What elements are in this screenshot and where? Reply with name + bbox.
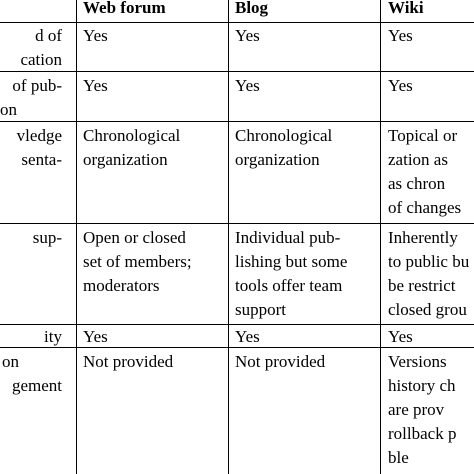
blog-cell: Individual pub- lishing but some tools o… bbox=[235, 228, 348, 319]
column-rule bbox=[228, 0, 229, 474]
web-forum-cell: Not provided bbox=[83, 352, 174, 371]
feature-cell: vledge senta- bbox=[16, 126, 62, 169]
web-forum-cell: Yes bbox=[83, 26, 108, 45]
web-forum-cell: Yes bbox=[83, 327, 108, 346]
blog-cell: Yes bbox=[235, 327, 260, 346]
header-web-forum: Web forum bbox=[83, 0, 166, 17]
blog-cell: Chronological organization bbox=[235, 126, 333, 169]
feature-cell: ity bbox=[44, 327, 62, 346]
feature-cell: d of cation bbox=[20, 26, 62, 69]
row-rule bbox=[0, 121, 474, 122]
wiki-cell: Topical or zation as as chron of changes bbox=[388, 126, 462, 217]
row-rule bbox=[0, 22, 474, 23]
wiki-cell: Yes bbox=[388, 76, 413, 95]
row-rule bbox=[0, 347, 474, 348]
row-rule bbox=[0, 324, 474, 325]
row-rule bbox=[0, 223, 474, 224]
web-forum-cell: Open or closed set of members; moderator… bbox=[83, 228, 192, 295]
wiki-cell: Inherently to public bu be restrict clos… bbox=[388, 228, 470, 319]
wiki-cell: Yes bbox=[388, 327, 413, 346]
blog-cell: Not provided bbox=[235, 352, 326, 371]
web-forum-cell: Chronological organization bbox=[83, 126, 181, 169]
header-blog: Blog bbox=[235, 0, 269, 17]
feature-cell: on gement bbox=[2, 352, 62, 395]
row-rule bbox=[0, 71, 474, 72]
column-rule bbox=[380, 0, 381, 474]
wiki-cell: Yes bbox=[388, 26, 413, 45]
feature-cell: of pub- on bbox=[0, 76, 62, 119]
header-wiki: Wiki bbox=[388, 0, 424, 17]
blog-cell: Yes bbox=[235, 26, 260, 45]
feature-cell: sup- bbox=[32, 228, 62, 247]
wiki-cell: Versions history ch are prov rollback p … bbox=[388, 352, 457, 467]
blog-cell: Yes bbox=[235, 76, 260, 95]
web-forum-cell: Yes bbox=[83, 76, 108, 95]
column-rule bbox=[76, 0, 77, 474]
